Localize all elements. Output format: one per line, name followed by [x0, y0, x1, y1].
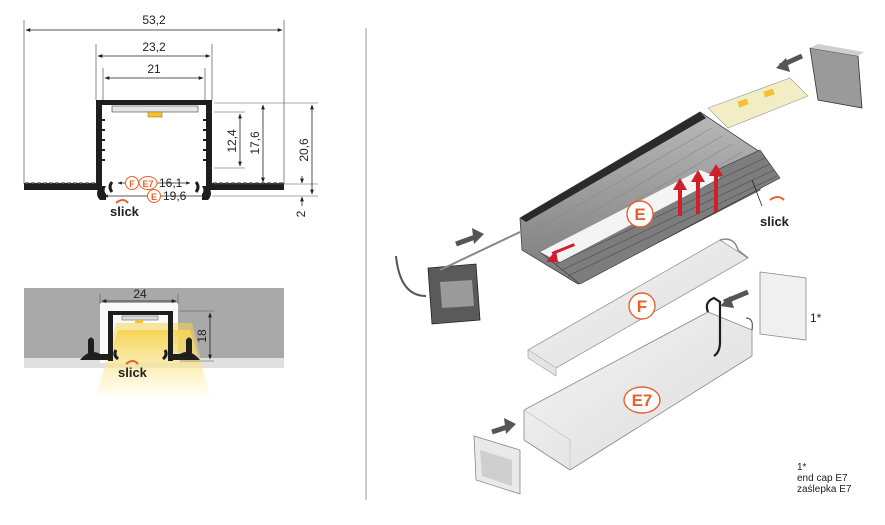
- exploded-view: slick 1* E F: [395, 44, 864, 495]
- dim-inner-width: 21: [147, 62, 161, 76]
- svg-text:F: F: [129, 179, 135, 189]
- end-cap-top: [809, 47, 863, 109]
- badge-e7-small: E7: [138, 176, 158, 190]
- slick-logo-icon-2: [125, 360, 139, 365]
- led-chip-icon: [147, 111, 163, 118]
- footnote-label-en: end cap E7: [797, 473, 848, 484]
- cable: [395, 255, 427, 297]
- installation-drawing: 24 18 slick: [24, 287, 284, 395]
- footnote: 1* end cap E7 zaślepka E7: [797, 462, 851, 495]
- dim-width-e: 19,6: [163, 189, 187, 203]
- dim-depth-small: 12,4: [225, 129, 239, 153]
- dim-total-width: 53,2: [142, 13, 166, 27]
- footnote-label-pl: zaślepka E7: [797, 484, 852, 495]
- svg-text:E7: E7: [632, 391, 653, 410]
- slick-logo-text: slick: [110, 204, 140, 219]
- dim-outer-width: 23,2: [142, 40, 166, 54]
- dim-install-depth: 18: [195, 329, 209, 343]
- slick-logo-icon: [115, 199, 129, 204]
- led-strip: [707, 77, 809, 129]
- svg-text:E: E: [151, 192, 157, 202]
- cross-section-drawing: 53,2 23,2 21: [23, 13, 318, 219]
- footnote-marker-label: 1*: [810, 311, 822, 325]
- led-chip-icon-2: [737, 98, 749, 108]
- led-chip-icon-3: [763, 88, 775, 98]
- svg-text:E7: E7: [142, 179, 153, 189]
- dim-depth-total: 20,6: [297, 138, 311, 162]
- svg-text:F: F: [637, 297, 647, 316]
- dim-flange: 2: [294, 210, 308, 217]
- slick-logo-text-2: slick: [118, 365, 148, 380]
- badge-e: E: [626, 200, 654, 228]
- arrow-red-icon: [546, 164, 723, 262]
- dim-depth-mid: 17,6: [248, 131, 262, 155]
- slick-logo-icon-3: [769, 196, 785, 201]
- end-cap-e7: [759, 271, 807, 341]
- slick-logo-text-3: slick: [760, 214, 790, 229]
- footnote-marker: 1*: [797, 462, 807, 473]
- badge-f-small: F: [125, 176, 139, 190]
- dim-install-width: 24: [133, 287, 147, 301]
- svg-text:E: E: [634, 205, 645, 224]
- badge-e7: E7: [623, 386, 661, 414]
- badge-f: F: [628, 292, 656, 320]
- badge-e-small: E: [147, 189, 161, 203]
- dim-width-f-e7: 16,1: [159, 176, 183, 190]
